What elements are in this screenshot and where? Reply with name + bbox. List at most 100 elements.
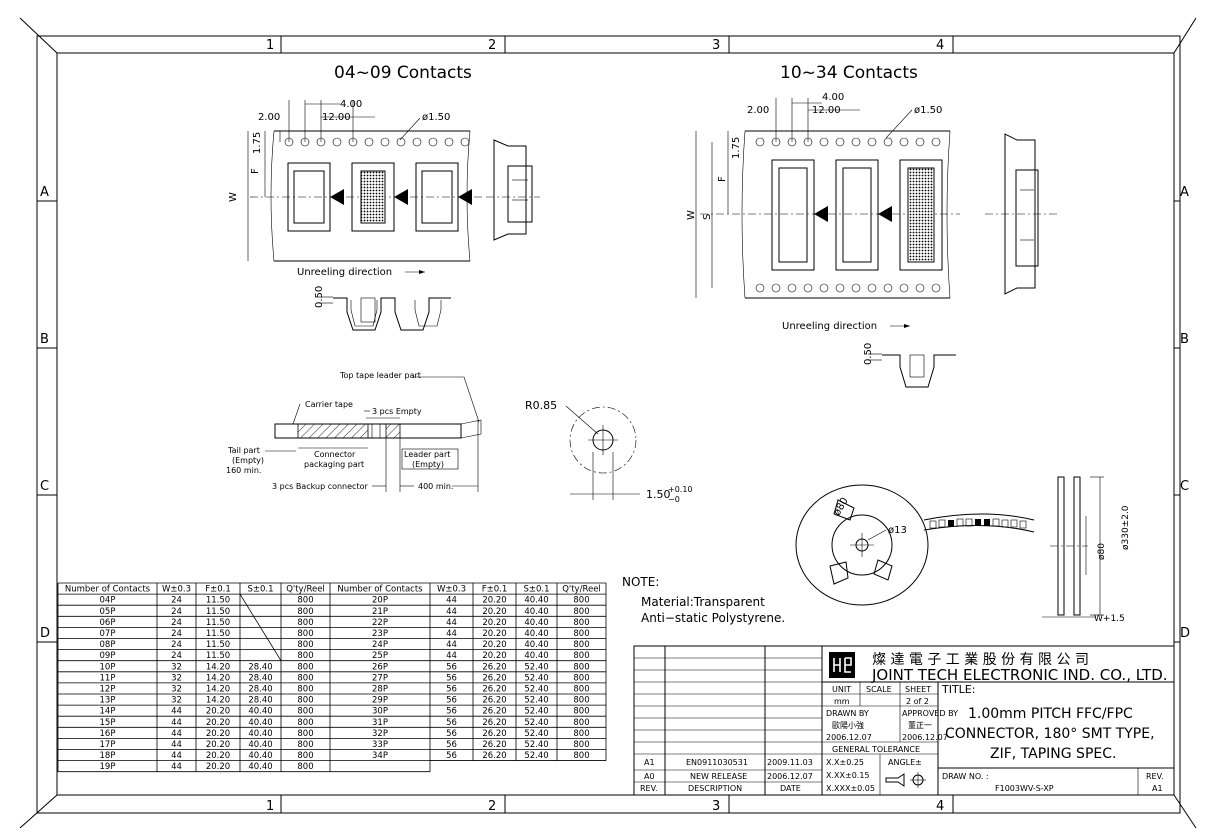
zone-row-d-left: D [40,626,50,641]
reel-view: ø80 ø13 ø80 ø330±2.0 W+1.5 [795,476,1131,624]
table-cell: 20.20 [482,607,506,617]
table-cell: 26.20 [482,718,506,728]
zone-labels: 1 2 3 4 1 2 3 4 A B C D A B C D [40,38,1190,814]
tape-conn-l2: packaging part [304,460,364,469]
draw-no-label: DRAW NO. : [942,772,989,781]
table-cell: 11.50 [206,618,230,628]
table-cell: 17P [100,740,116,750]
table-cell: 11.50 [206,640,230,650]
table-cell: 40.40 [524,607,548,617]
table-cell: 28.40 [248,673,272,683]
table-cell: 28.40 [248,696,272,706]
right-dim-f: F [717,176,728,182]
table-cell: 32P [372,729,388,739]
table-cell: 20.20 [482,596,506,606]
left-tape-view: 04~09 Contacts W F 1.75 [228,63,540,331]
table-cell: 18P [100,751,116,761]
table-header-cell: W±0.3 [437,585,466,595]
table-cell: 52.40 [524,718,548,728]
table-cell: 52.40 [524,662,548,672]
table-cell: 25P [372,651,388,661]
zone-row-a-right: A [1180,185,1189,200]
left-sprocket-holes [284,137,470,147]
unit-value: mm [834,697,850,706]
table-cell: 56 [446,673,457,683]
table-cell: 26.20 [482,685,506,695]
zone-col-1-top: 1 [266,38,274,53]
tape-leader-l2: (Empty) [412,460,444,469]
left-view-title: 04~09 Contacts [334,63,472,83]
hole-tol-minus: −0 [668,495,680,504]
left-unreel-text: Unreeling direction [297,267,392,278]
table-cell: 26.20 [482,729,506,739]
table-s-na-diagonal [239,593,282,661]
right-dim-s: S [702,214,713,220]
table-cell: 20.20 [482,651,506,661]
left-dim-span: 12.00 [322,112,351,123]
table-cell: 44 [171,740,182,750]
unit-label: UNIT [832,685,851,694]
table-header-cell: F±0.1 [482,585,508,595]
left-dim-pitch: 4.00 [340,99,362,110]
table-header-cell: F±0.1 [205,585,231,595]
table-cell: 28.40 [248,685,272,695]
table-cell: 40.40 [248,707,272,717]
table-cell: 04P [100,596,116,606]
approved-by-name: 董正一 [908,720,932,730]
tape-conn-l1: Connector [314,450,356,459]
hole-detail: R0.85 1.50 +0.10 −0 [525,399,693,504]
rev-col-rev: REV. [640,784,658,793]
title-block: A1 EN0911030531 2009.11.03 A0 NEW RELEAS… [633,645,1175,796]
table-cell: 11.50 [206,596,230,606]
table-cell: 24 [171,618,182,628]
tape-tail-l1: Tail part [227,446,260,455]
sheet-frame [19,17,1197,829]
draw-no-value: F1003WV-S-XP [995,784,1054,793]
table-cell: 800 [297,662,313,672]
right-dim-175: 1.75 [731,137,742,159]
table-cell: 800 [573,596,589,606]
table-cell: 44 [446,629,457,639]
table-cell: 800 [297,640,313,650]
tape-empty3-label: 3 pcs Empty [372,407,422,416]
table-cell: 52.40 [524,707,548,717]
table-cell: 800 [297,651,313,661]
table-cell: 44 [171,729,182,739]
tape-leader-l1: Leader part [404,450,450,459]
table-cell: 14.20 [206,673,230,683]
table-cell: 11P [100,673,116,683]
table-cell: 800 [297,685,313,695]
table-cell: 800 [573,707,589,717]
zone-col-3-top: 3 [712,38,720,53]
table-cell: 800 [573,751,589,761]
table-cell: 24 [171,607,182,617]
reel-side-w: W+1.5 [1094,614,1125,624]
table-cell: 40.40 [248,751,272,761]
table-cell: 800 [573,696,589,706]
zone-col-1-bottom: 1 [266,799,274,814]
table-cell: 52.40 [524,685,548,695]
zone-col-2-bottom: 2 [488,799,496,814]
reel-dia13-label: ø13 [888,525,907,536]
table-cell: 800 [297,762,313,772]
rev-row-1-rev: A1 [644,758,655,767]
tape-min400-label: 400 min. [418,482,453,491]
table-cell: 09P [100,651,116,661]
table-cell: 800 [573,651,589,661]
zone-col-4-bottom: 4 [936,799,944,814]
table-cell: 20.20 [206,740,230,750]
table-cell: 11.50 [206,629,230,639]
table-cell: 800 [573,607,589,617]
tape-tail-l2: (Empty) [232,456,264,465]
rev-label: REV. [1146,772,1164,781]
note-head: NOTE: [622,575,659,589]
table-cell: 800 [573,740,589,750]
table-cell: 20P [372,596,388,606]
table-cell: 52.40 [524,673,548,683]
table-cell: 40.40 [248,729,272,739]
table-cell: 26.20 [482,707,506,717]
zone-row-b-left: B [40,332,49,347]
table-cell: 13P [100,696,116,706]
right-dim-offset: 2.00 [747,105,769,116]
